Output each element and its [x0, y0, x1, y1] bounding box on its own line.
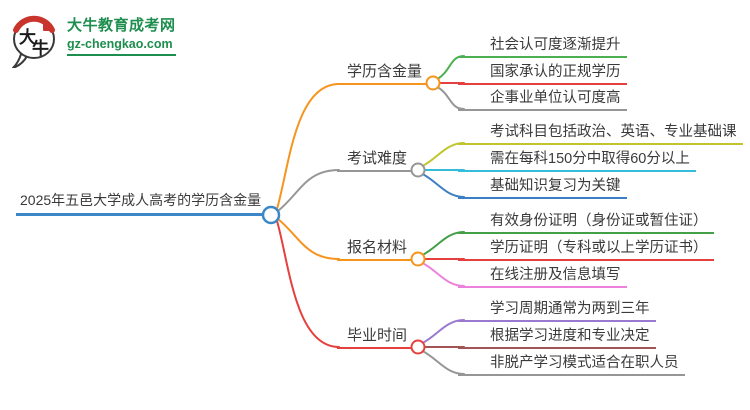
root-node-circle — [261, 205, 281, 225]
logo-url: gz-chengkao.com — [67, 36, 176, 56]
wire-leaf — [421, 173, 465, 198]
wire-leaf — [421, 262, 465, 287]
leaf-node: 社会认可度逐渐提升 — [458, 36, 627, 58]
leaf-node: 考试科目包括政治、英语、专业基础课 — [458, 123, 743, 145]
daniu-bubble-icon: 大 牛 — [12, 15, 55, 68]
branch-credential-value: 学历含金量 — [337, 62, 426, 85]
leaf-node: 基础知识复习为关键 — [458, 177, 627, 199]
branch-application-materials: 报名材料 — [337, 238, 411, 261]
branch-graduation-time: 毕业时间 — [337, 326, 411, 349]
leaf-node: 需在每科150分中取得60分以上 — [458, 150, 696, 172]
site-logo: 大 牛 大牛教育成考网 gz-chengkao.com — [10, 12, 176, 68]
wire-root-to-branch-2 — [277, 169, 340, 212]
root-topic: 2025年五邑大学成人高考的学历含金量 — [16, 190, 263, 216]
wire-root-to-branch-4 — [276, 220, 340, 348]
branch-node-circle — [410, 251, 426, 267]
branch-node-circle — [410, 162, 426, 178]
logo-glyph-da: 大 — [19, 27, 36, 48]
wire-root-to-branch-1 — [276, 83, 340, 210]
wire-leaf — [436, 86, 465, 110]
leaf-node: 有效身份证明（身份证或暂住证） — [458, 212, 714, 234]
leaf-node: 企事业单位认可度高 — [458, 89, 627, 111]
wire-leaf — [421, 350, 465, 375]
branch-exam-difficulty: 考试难度 — [337, 149, 411, 172]
leaf-node: 学习周期通常为两到三年 — [458, 300, 656, 322]
leaf-node: 在线注册及信息填写 — [458, 266, 627, 288]
branch-node-circle — [410, 339, 426, 355]
logo-glyph-niu: 牛 — [32, 38, 49, 59]
leaf-node: 国家承认的正规学历 — [458, 63, 627, 85]
logo-title: 大牛教育成考网 — [67, 17, 176, 34]
wire-root-to-branch-3 — [277, 218, 340, 260]
branch-node-circle — [425, 75, 441, 91]
leaf-node: 学历证明（专科或以上学历证书） — [458, 239, 714, 261]
leaf-node: 非脱产学习模式适合在职人员 — [458, 354, 685, 376]
leaf-node: 根据学习进度和专业决定 — [458, 327, 656, 349]
